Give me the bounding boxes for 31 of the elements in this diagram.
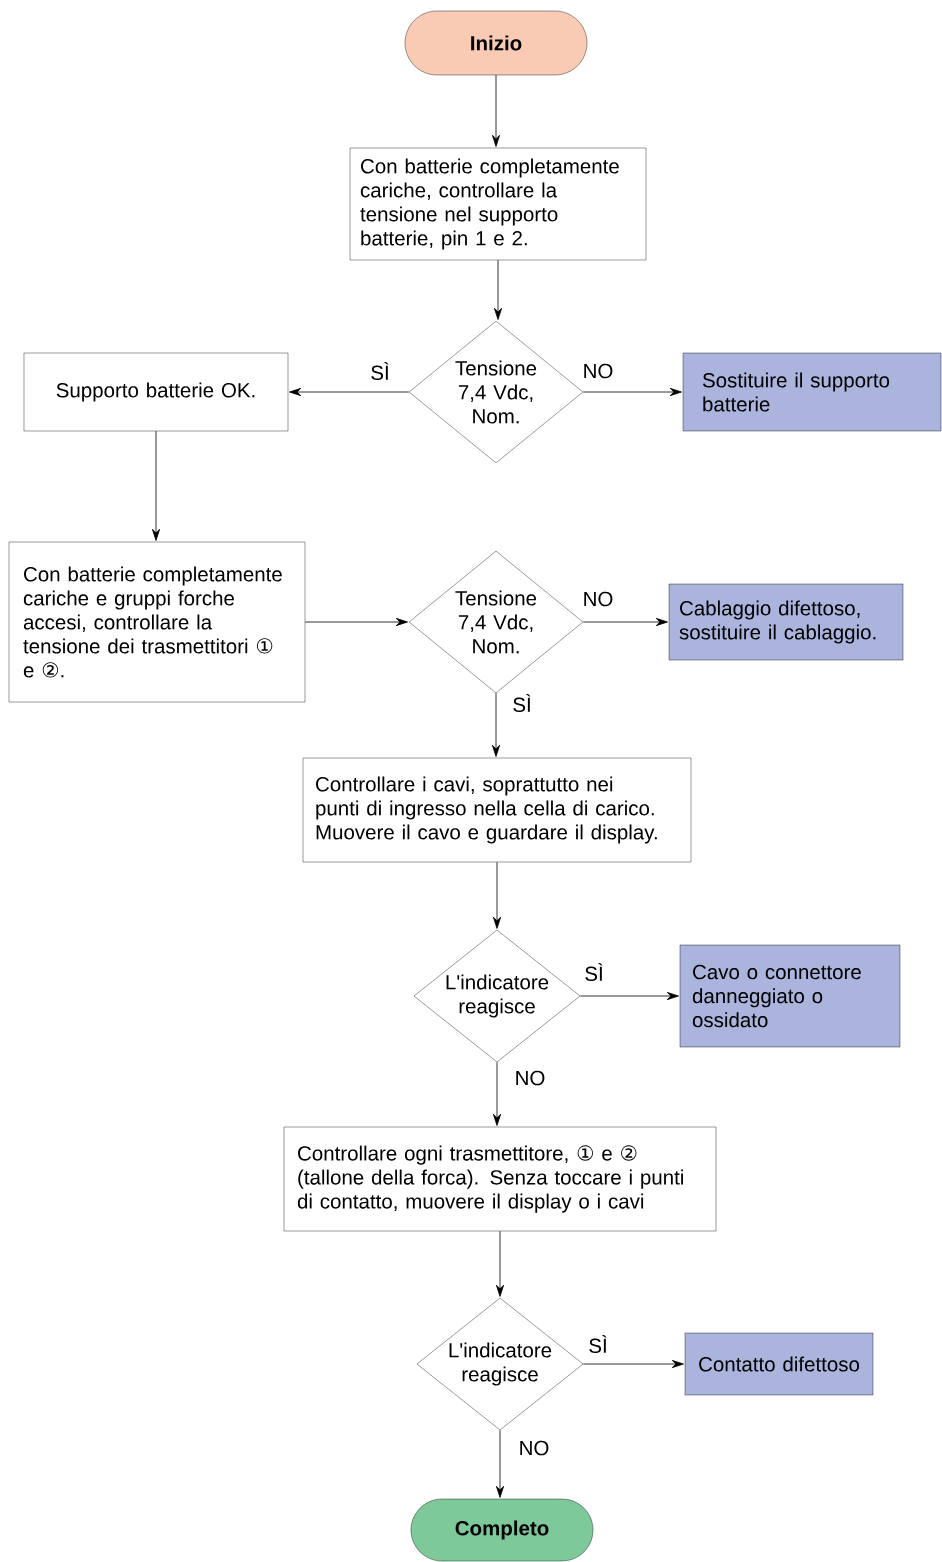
process-box: Con batterie completamente cariche e gruppi forche accesi, controllare la tensione dei trasmettitori ① e ②. [8,541,306,703]
arrow [492,692,501,757]
process-box: Controllare i cavi, soprattutto nei punti di ingresso nella cella di carico. Muovere il cavo e guardare il display. [302,757,692,863]
edge-label: NO [581,590,615,608]
arrow [579,992,679,1001]
edge-label: SÌ [511,693,533,713]
process-box: Cablaggio difettoso, sostituire il cablaggio. [668,583,904,661]
edge-label: NO [513,1069,547,1087]
arrow [492,1061,502,1126]
arrow [151,430,161,541]
arrow [582,1360,684,1369]
edge-label: SÌ [583,962,605,982]
process-box: Cavo o connettore danneggiato o ossidato [679,944,901,1048]
process-box: Controllare ogni trasmettitore, ① e ② (tallone della forca). Senza toccare i punti di contatto, muovere il display o i cavi [283,1126,717,1232]
arrow [289,387,410,397]
arrow [493,259,503,320]
process-box: Supporto batterie OK. [23,352,289,432]
arrow [492,74,501,147]
arrow [495,1429,505,1498]
arrow [495,1230,505,1297]
edge-label: SÌ [369,361,391,381]
process-box: Con batterie completamente cariche, controllare la tensione nel supporto batterie, pin 1 e 2. [349,147,647,261]
arrow [304,617,408,627]
edge-label: NO [581,362,615,380]
arrow [492,861,502,929]
arrow [582,617,668,627]
edge-label: NO [517,1439,551,1457]
edge-label: SÌ [587,1334,609,1354]
process-box: Sostituire il supporto batterie [682,352,942,432]
process-box: Contatto difettoso [684,1332,874,1396]
arrow [582,387,682,397]
